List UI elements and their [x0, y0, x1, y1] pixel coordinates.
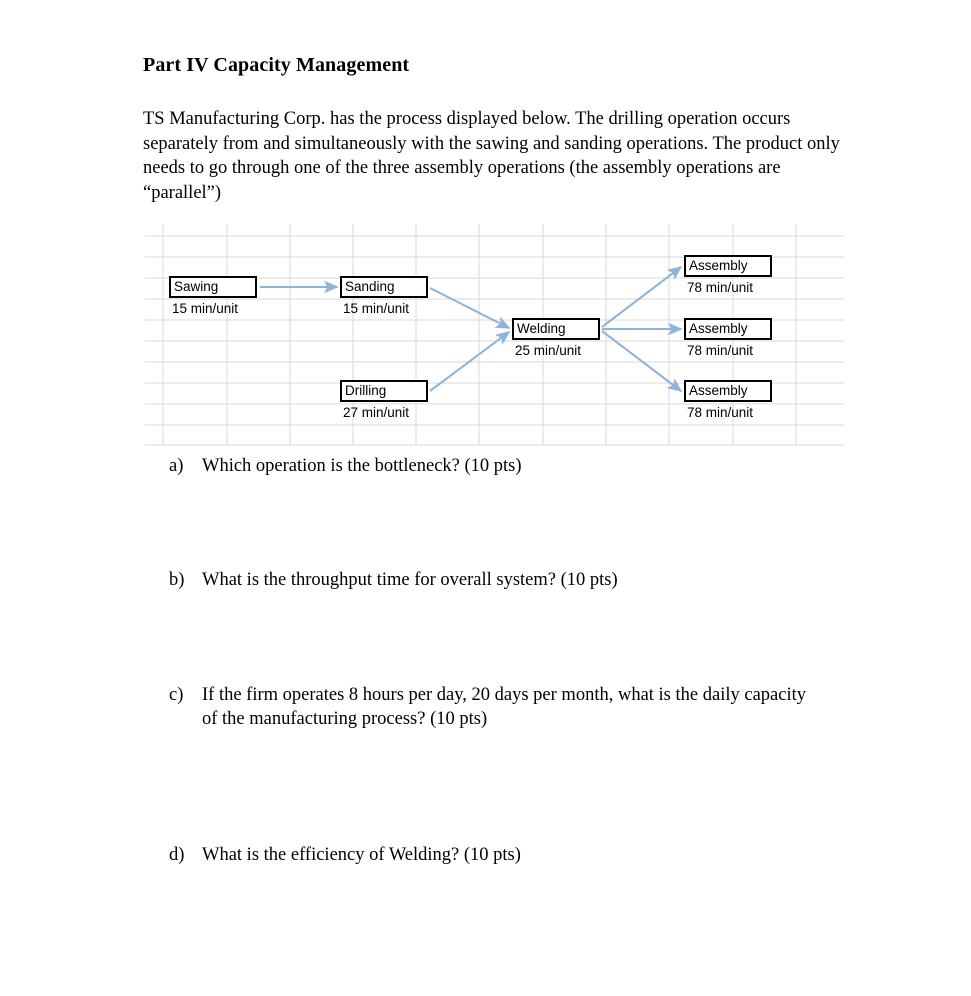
process-node-drilling[interactable]: Drilling 27 min/unit — [340, 380, 428, 423]
process-flow-diagram: Sawing 15 min/unit Sanding 15 min/unit D… — [145, 224, 845, 446]
node-rate: 78 min/unit — [687, 280, 754, 295]
node-label: Assembly — [684, 318, 772, 340]
node-rate: 15 min/unit — [172, 301, 239, 316]
question-d: d) What is the efficiency of Welding? (1… — [169, 843, 809, 867]
node-label: Assembly — [684, 380, 772, 402]
process-node-assembly-2[interactable]: Assembly 78 min/unit — [684, 318, 772, 361]
node-label: Welding — [512, 318, 600, 340]
process-node-sawing[interactable]: Sawing 15 min/unit — [169, 276, 257, 319]
node-rate: 78 min/unit — [687, 343, 754, 358]
question-marker: c) — [169, 685, 184, 705]
question-text: If the firm operates 8 hours per day, 20… — [202, 685, 806, 729]
question-marker: b) — [169, 570, 185, 590]
process-node-welding[interactable]: Welding 25 min/unit — [512, 318, 600, 361]
question-c: c) If the firm operates 8 hours per day,… — [169, 683, 819, 731]
node-rate: 78 min/unit — [687, 405, 754, 420]
question-a: a) Which operation is the bottleneck? (1… — [169, 454, 809, 478]
page-title: Part IV Capacity Management — [143, 54, 410, 76]
question-text: What is the throughput time for overall … — [202, 570, 618, 590]
node-label: Sanding — [340, 276, 428, 298]
question-text: What is the efficiency of Welding? (10 p… — [202, 845, 521, 865]
node-label: Sawing — [169, 276, 257, 298]
intro-paragraph: TS Manufacturing Corp. has the process d… — [143, 109, 840, 203]
node-rate: 27 min/unit — [343, 405, 410, 420]
node-rate: 15 min/unit — [343, 301, 410, 316]
question-text: Which operation is the bottleneck? (10 p… — [202, 456, 522, 476]
node-label: Assembly — [684, 255, 772, 277]
process-node-sanding[interactable]: Sanding 15 min/unit — [340, 276, 428, 319]
process-node-assembly-3[interactable]: Assembly 78 min/unit — [684, 380, 772, 423]
question-b: b) What is the throughput time for overa… — [169, 568, 809, 592]
node-label: Drilling — [340, 380, 428, 402]
process-node-assembly-1[interactable]: Assembly 78 min/unit — [684, 255, 772, 298]
question-marker: a) — [169, 456, 184, 476]
node-rate: 25 min/unit — [515, 343, 582, 358]
question-marker: d) — [169, 845, 185, 865]
